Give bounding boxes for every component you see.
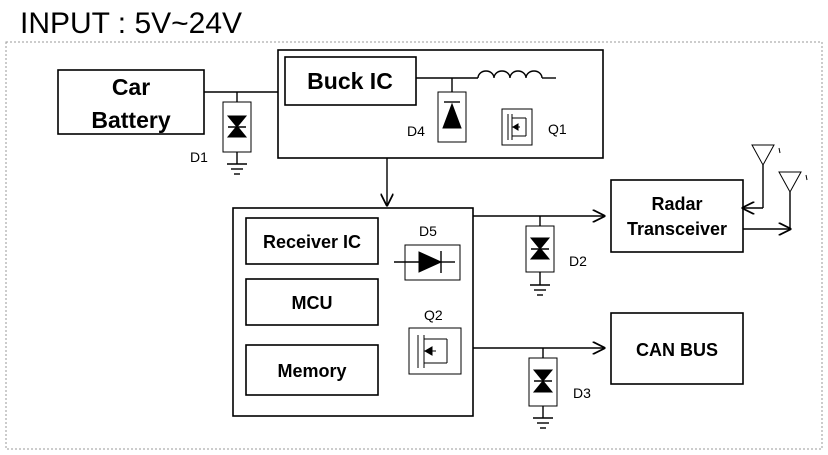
q2-label: Q2: [424, 307, 443, 323]
mcu-block: [245, 278, 379, 326]
q1-mosfet: [501, 108, 533, 146]
inductor-symbol: [477, 70, 543, 79]
antenna-2: [743, 171, 808, 229]
radar-transceiver-label-line2: Transceiver: [627, 219, 727, 239]
radar-transceiver-label-line1: Radar: [651, 194, 702, 214]
antenna-1: [743, 144, 781, 208]
d2-tvs-diode: [525, 216, 555, 296]
d5-diode: [394, 244, 461, 281]
can-bus-label: CAN BUS: [636, 340, 718, 360]
memory-label: Memory: [277, 361, 346, 381]
outer-frame: [5, 41, 823, 450]
car-battery-label-line1: Car: [112, 74, 150, 100]
buck-ic-label: Buck IC: [307, 68, 393, 94]
memory-block: [245, 344, 379, 396]
receiver-ic-block: [245, 217, 379, 265]
q2-mosfet: [408, 327, 462, 375]
d1-tvs-diode: [222, 92, 252, 175]
radar-transceiver-block: [610, 179, 744, 253]
buck-ic-block: [284, 56, 417, 106]
d4-diode: [437, 78, 467, 143]
receiver-ic-label: Receiver IC: [263, 232, 361, 252]
input-voltage-label: INPUT : 5V~24V: [20, 7, 242, 40]
can-bus-block: [610, 312, 744, 385]
d2-label: D2: [569, 253, 587, 269]
d4-label: D4: [407, 123, 425, 139]
car-battery-block: [57, 69, 205, 135]
d5-label: D5: [419, 223, 437, 239]
q1-label: Q1: [548, 121, 567, 137]
d3-label: D3: [573, 385, 591, 401]
mcu-label: MCU: [292, 293, 333, 313]
d3-tvs-diode: [528, 348, 558, 429]
d1-label: D1: [190, 149, 208, 165]
car-battery-label-line2: Battery: [91, 107, 170, 133]
